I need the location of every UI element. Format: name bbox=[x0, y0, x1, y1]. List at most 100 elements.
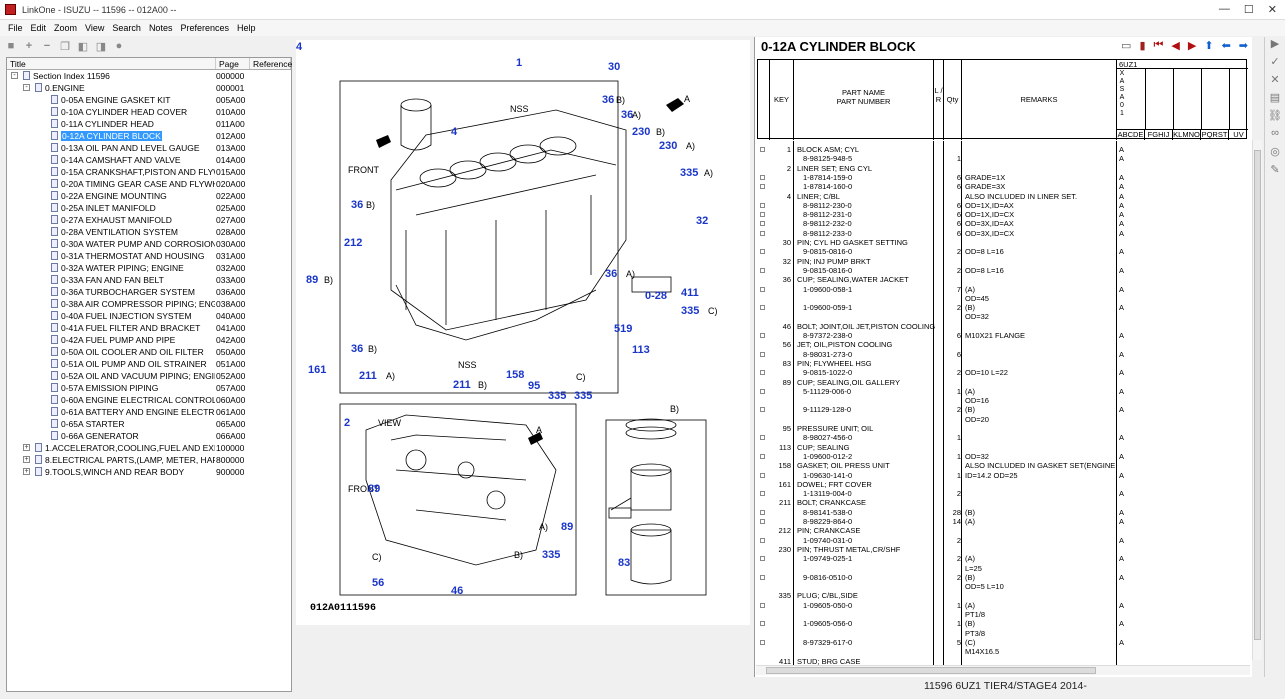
tree-item[interactable]: 0-20A TIMING GEAR CASE AND FLYWHEE...020… bbox=[7, 178, 291, 190]
part-row[interactable]: OD=45 bbox=[757, 294, 1247, 303]
callout-label[interactable]: 36 bbox=[621, 109, 633, 121]
callout-label[interactable]: 89 bbox=[306, 274, 318, 286]
part-row[interactable]: M14X16.5 bbox=[757, 647, 1247, 656]
callout-label[interactable]: 2 bbox=[344, 417, 350, 429]
callout-label[interactable]: 519 bbox=[614, 323, 632, 335]
part-row[interactable]: PT1/8 bbox=[757, 610, 1247, 619]
tree-item[interactable]: 0-30A WATER PUMP AND CORROSION RE...030A… bbox=[7, 238, 291, 250]
callout-label[interactable]: 211 bbox=[453, 379, 471, 391]
callout-label[interactable]: 211 bbox=[359, 370, 377, 382]
part-row[interactable]: OD=5 L=10 bbox=[757, 582, 1247, 591]
menu-zoom[interactable]: Zoom bbox=[54, 23, 78, 33]
tree-item[interactable]: 0-15A CRANKSHAFT,PISTON AND FLYWH...015A… bbox=[7, 166, 291, 178]
chain-icon[interactable]: ∞ bbox=[1271, 127, 1279, 139]
copy-icon[interactable]: ❐ bbox=[60, 40, 70, 53]
callout-label[interactable]: 36 bbox=[602, 94, 614, 106]
part-checkbox[interactable] bbox=[760, 184, 765, 190]
part-checkbox[interactable] bbox=[760, 286, 765, 292]
part-row[interactable]: L=25 bbox=[757, 564, 1247, 573]
close-button[interactable]: ✕ bbox=[1267, 4, 1277, 16]
part-checkbox[interactable] bbox=[760, 351, 765, 357]
menu-help[interactable]: Help bbox=[236, 23, 256, 33]
callout-label[interactable]: 1 bbox=[516, 57, 522, 69]
link-icon[interactable]: ⛓ bbox=[1268, 110, 1282, 122]
prev-page-icon[interactable]: ◀ bbox=[1171, 40, 1180, 52]
part-checkbox[interactable] bbox=[760, 556, 765, 562]
callout-label[interactable]: 32 bbox=[696, 215, 708, 227]
column-title[interactable]: Title bbox=[7, 58, 216, 69]
callout-label[interactable]: 0-28 bbox=[645, 290, 667, 302]
part-row[interactable]: OD=20 bbox=[757, 415, 1247, 424]
horizontal-scrollbar[interactable] bbox=[756, 665, 1250, 675]
collapse-node-icon[interactable]: - bbox=[11, 72, 18, 79]
part-checkbox[interactable] bbox=[760, 174, 765, 180]
callout-label[interactable]: 113 bbox=[632, 344, 650, 356]
callout-label[interactable]: 36 bbox=[351, 343, 363, 355]
callout-label[interactable]: 335 bbox=[542, 549, 560, 561]
part-checkbox[interactable] bbox=[760, 453, 765, 459]
check-icon[interactable]: ✓ bbox=[1270, 56, 1280, 68]
next-page-icon[interactable]: ▶ bbox=[1187, 40, 1197, 52]
tree-item[interactable]: 0-38A AIR COMPRESSOR PIPING; ENGINE ...0… bbox=[7, 298, 291, 310]
part-checkbox[interactable] bbox=[760, 388, 765, 394]
list-icon[interactable]: ▤ bbox=[1269, 92, 1281, 104]
menu-preferences[interactable]: Preferences bbox=[180, 23, 229, 33]
collapse-node-icon[interactable]: - bbox=[23, 84, 30, 91]
minimize-button[interactable]: — bbox=[1218, 3, 1230, 15]
expand-node-icon[interactable]: + bbox=[23, 456, 30, 463]
part-checkbox[interactable] bbox=[760, 574, 765, 580]
callout-label[interactable]: 335 bbox=[681, 305, 699, 317]
part-checkbox[interactable] bbox=[760, 602, 765, 608]
part-checkbox[interactable] bbox=[760, 212, 765, 218]
page-back-icon[interactable]: ◧ bbox=[77, 40, 89, 53]
part-checkbox[interactable] bbox=[760, 230, 765, 236]
part-row[interactable]: OD=32 bbox=[757, 312, 1247, 321]
tree-item[interactable]: +1.ACCELERATOR,COOLING,FUEL AND EXHAU...… bbox=[7, 442, 291, 454]
callout-label[interactable]: 335 bbox=[574, 390, 592, 402]
callout-label[interactable]: 95 bbox=[528, 380, 540, 392]
save-icon[interactable]: ■ bbox=[7, 40, 15, 52]
clear-icon[interactable]: ✕ bbox=[1270, 74, 1280, 86]
callout-label[interactable]: 36 bbox=[351, 199, 363, 211]
tree-item[interactable]: +8.ELECTRICAL PARTS,(LAMP, METER, HARNES… bbox=[7, 454, 291, 466]
up-icon[interactable]: ⬆ bbox=[1204, 40, 1214, 52]
part-checkbox[interactable] bbox=[760, 202, 765, 208]
part-checkbox[interactable] bbox=[760, 147, 765, 152]
